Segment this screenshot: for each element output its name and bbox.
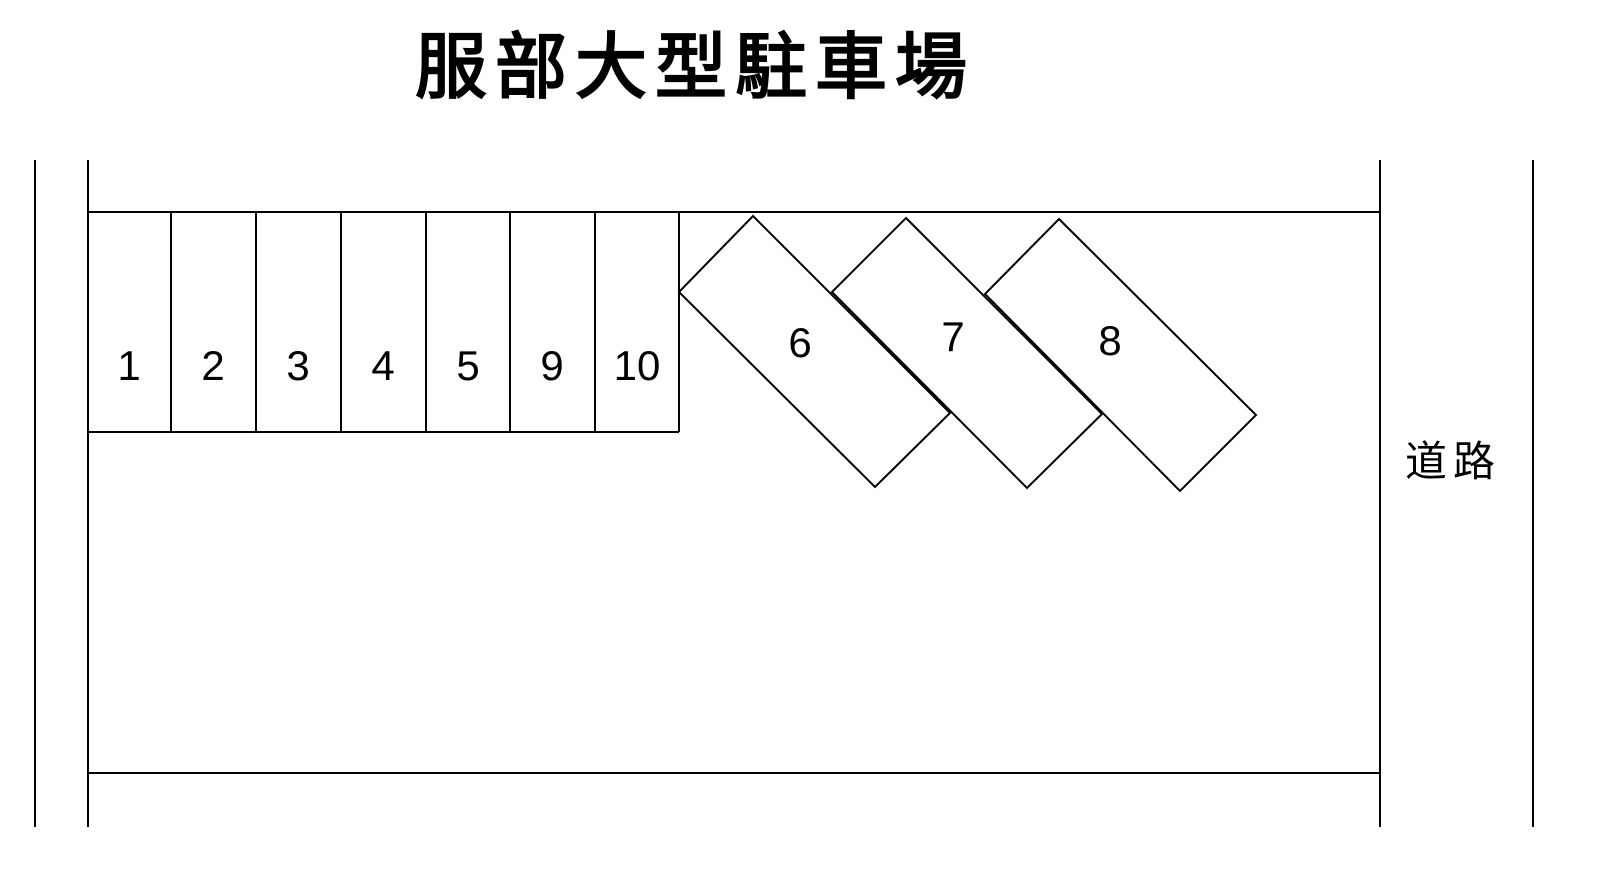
stall-7-label: 7: [941, 313, 964, 360]
stall-10-label: 10: [614, 342, 661, 389]
stall-7: [830, 216, 1104, 490]
stall-6-label: 6: [788, 319, 811, 366]
stall-6: [677, 214, 952, 489]
stall-8: [983, 217, 1258, 493]
stall-3-label: 3: [286, 342, 309, 389]
straight-stalls: [88, 212, 680, 433]
stall-4-label: 4: [371, 342, 394, 389]
stall-2-label: 2: [201, 342, 224, 389]
stall-8-label: 8: [1098, 317, 1121, 364]
stall-9-label: 9: [540, 342, 563, 389]
page-title: 服部大型駐車場: [415, 25, 976, 109]
stall-5-label: 5: [456, 342, 479, 389]
stall-1-label: 1: [117, 342, 140, 389]
road-label: 道路: [1405, 437, 1502, 486]
